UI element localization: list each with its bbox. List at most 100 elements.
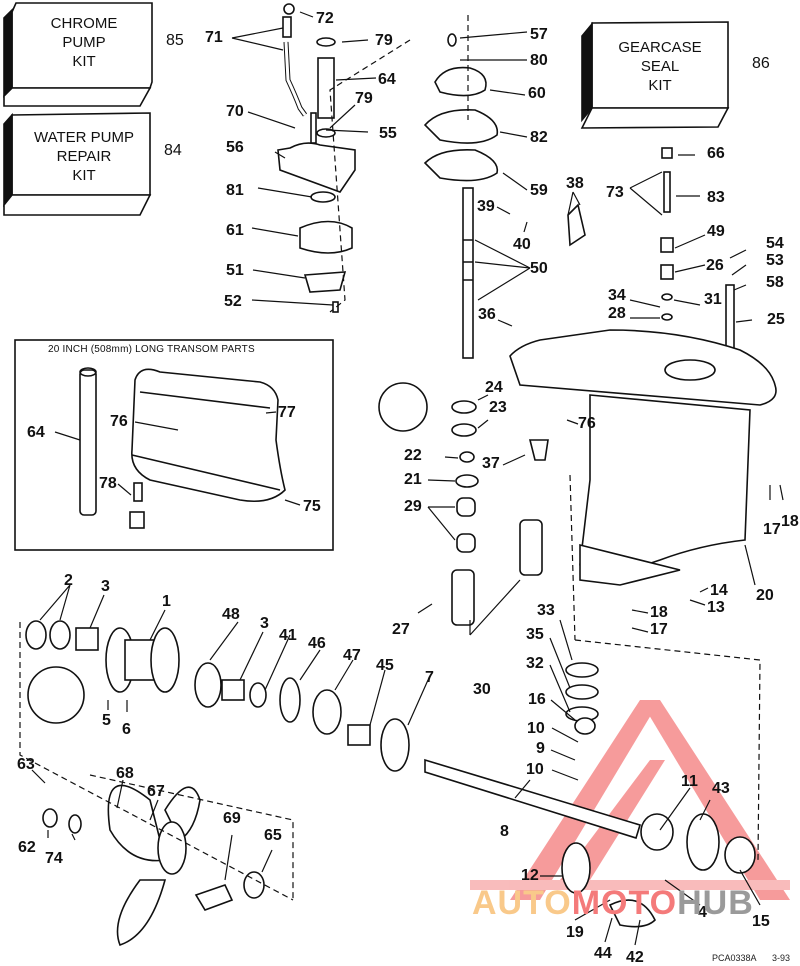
callout-44: 44 (594, 945, 612, 962)
propeller-shaft-8 (424, 758, 642, 840)
callout-12: 12 (521, 867, 539, 884)
callout-79b: 79 (355, 90, 373, 107)
callout-1: 1 (162, 593, 171, 610)
callout-66: 66 (707, 145, 725, 162)
o-ring-81 (310, 191, 336, 203)
callout-20: 20 (756, 587, 774, 604)
callout-26: 26 (706, 257, 724, 274)
callout-73: 73 (606, 184, 624, 201)
thrust-washer-33 (565, 662, 599, 678)
kit-box-85 (3, 2, 153, 107)
o-ring-79 (316, 37, 336, 47)
inset-extension-75 (131, 368, 286, 503)
inset-callout-78: 78 (99, 475, 117, 492)
kit-line: GEARCASE (618, 39, 702, 56)
callout-21: 21 (404, 471, 422, 488)
bearing-housing-1 (105, 627, 180, 693)
callout-41: 41 (279, 627, 297, 644)
callout-68: 68 (116, 765, 134, 782)
plate-82 (423, 108, 499, 144)
retaining-ring-46 (279, 677, 301, 723)
prop-nut-62 (42, 808, 58, 828)
callout-83: 83 (707, 189, 725, 206)
bracket-38 (567, 203, 586, 247)
callout-48: 48 (222, 606, 240, 623)
callout-69: 69 (223, 810, 241, 827)
callout-53: 53 (766, 252, 784, 269)
callout-36: 36 (478, 306, 496, 323)
tube-64 (317, 57, 335, 119)
callout-27: 27 (392, 621, 410, 638)
callout-67: 67 (147, 783, 165, 800)
callout-51: 51 (226, 262, 244, 279)
callout-49: 49 (707, 223, 725, 240)
callout-54: 54 (766, 235, 784, 252)
callout-5: 5 (102, 712, 111, 729)
kit-line: KIT (72, 53, 96, 70)
bearing-29b (456, 533, 476, 553)
callout-13: 13 (707, 599, 725, 616)
plug-57 (447, 33, 457, 47)
callout-8: 8 (500, 823, 509, 840)
callout-4: 4 (698, 904, 707, 921)
bearing-29a (456, 497, 476, 517)
callout-9: 9 (536, 740, 545, 757)
gasket-60 (434, 66, 487, 97)
inset-bolt-78 (129, 482, 145, 529)
kit-label-chrome-pump: CHROME PUMP KIT (20, 14, 148, 71)
callout-17a: 17 (763, 521, 781, 538)
callout-28: 28 (608, 305, 626, 322)
thrust-bearing-35 (565, 684, 599, 700)
callout-40: 40 (513, 236, 531, 253)
thrust-hub-69 (194, 884, 234, 911)
kit-box-84 (3, 112, 152, 216)
callout-65: 65 (264, 827, 282, 844)
callout-74: 74 (45, 850, 63, 867)
shift-rod-83 (663, 171, 671, 213)
inset-title: 20 INCH (508mm) LONG TRANSOM PARTS (48, 344, 255, 355)
callout-7: 7 (425, 669, 434, 686)
seal-2a (25, 620, 47, 650)
kit-line: PUMP (62, 34, 106, 51)
o-ring-79b (316, 128, 336, 138)
bearing-carrier-12 (561, 842, 591, 894)
callout-79: 79 (375, 32, 393, 49)
callout-38: 38 (566, 175, 584, 192)
callout-85: 85 (166, 32, 184, 49)
plug-37 (528, 439, 549, 461)
seal-detail-circle-2 (27, 666, 85, 724)
callout-62: 62 (18, 839, 36, 856)
water-tube-71 (282, 16, 308, 117)
impeller-cup-61 (299, 220, 353, 254)
callout-63: 63 (17, 756, 35, 773)
callout-81: 81 (226, 182, 244, 199)
drawing-date: 3-93 (772, 953, 791, 963)
callout-46: 46 (308, 635, 326, 652)
callout-45: 45 (376, 657, 394, 674)
inset-callout-64: 64 (27, 424, 45, 441)
callout-64: 64 (378, 71, 396, 88)
callout-35: 35 (526, 626, 544, 643)
water-screen-30b (519, 519, 543, 576)
shift-lever-42 (608, 899, 656, 928)
washer-41 (249, 682, 267, 708)
callout-29: 29 (404, 498, 422, 515)
impeller-key-52 (332, 301, 339, 313)
callout-30: 30 (473, 681, 491, 698)
grommet-66 (661, 147, 673, 159)
leader-lines (31, 11, 784, 946)
kit-line: KIT (72, 167, 96, 184)
callout-10a: 10 (527, 720, 545, 737)
callout-61: 61 (226, 222, 244, 239)
callout-56: 56 (226, 139, 244, 156)
callout-59: 59 (530, 182, 548, 199)
callout-16: 16 (528, 691, 546, 708)
callout-2: 2 (64, 572, 73, 589)
callout-43: 43 (712, 780, 730, 797)
callout-19: 19 (566, 924, 584, 941)
callout-6: 6 (122, 721, 131, 738)
impeller-51 (303, 271, 347, 293)
callout-17b: 17 (650, 621, 668, 638)
